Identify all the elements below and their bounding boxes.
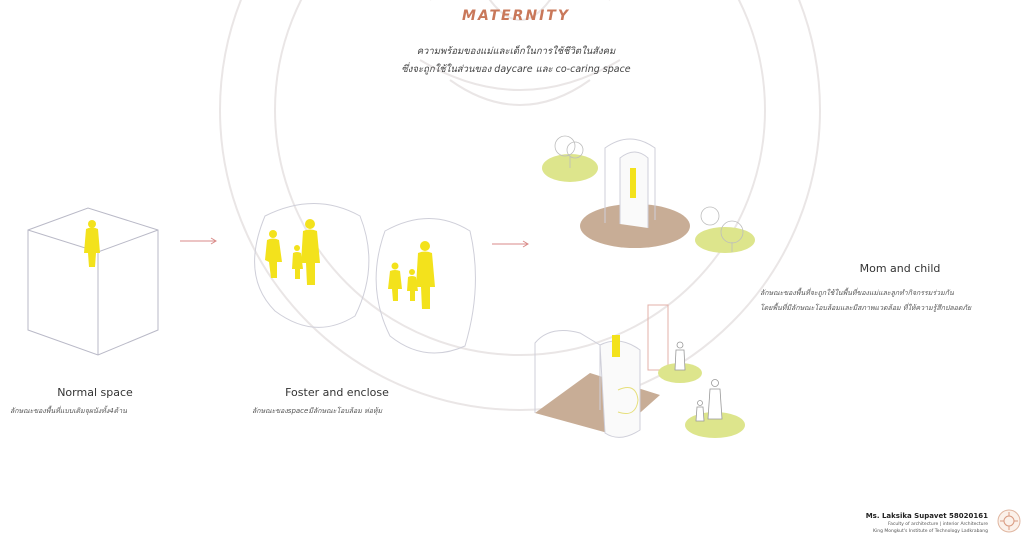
mom-child-space-bottom: [534, 304, 745, 438]
caption-title-normal-space: Normal space: [57, 386, 133, 399]
page-title: MATERNITY: [462, 8, 570, 24]
foster-enclose-illustration: [254, 203, 476, 354]
normal-space-cube: [27, 207, 159, 356]
arrow-icon: [492, 240, 529, 248]
caption-title-foster: Foster and enclose: [285, 386, 389, 399]
subtitle-line-2: ซึ่งจะถูกใช้ในส่วนของ daycare และ co-car…: [401, 64, 631, 75]
caption-desc-foster: ลักษณะของspaceมีลักษณะโอบล้อม ห่อหุ้ม: [252, 407, 383, 415]
caption-desc-mom-child-1: ลักษณะของพื้นที่จะถูกใช้ในพื้นที่ของแม่แ…: [760, 289, 954, 297]
arrow-icon: [180, 237, 217, 245]
caption-title-mom-child: Mom and child: [859, 262, 941, 275]
caption-desc-mom-child-2: โดยพื้นที่มีลักษณะโอบล้อมและมีสภาพแวดล้อ…: [760, 304, 972, 312]
university-logo-icon: [997, 509, 1021, 533]
mom-child-space-top: [542, 135, 755, 253]
author-name: Ms. Laksika Supavet 58020161: [865, 512, 988, 520]
caption-desc-normal-space: ลักษณะของพื้นที่แบบเดิมจุผนังทั้ง4ด้าน: [10, 407, 127, 415]
author-institute: King Mongkut's Institute of Technology L…: [873, 529, 988, 534]
subtitle-line-1: ความพร้อมของแม่และเด็กในการใช้ชีวิตในสัง…: [416, 46, 616, 57]
author-faculty: Faculty of architecture | interior Archi…: [887, 522, 988, 527]
